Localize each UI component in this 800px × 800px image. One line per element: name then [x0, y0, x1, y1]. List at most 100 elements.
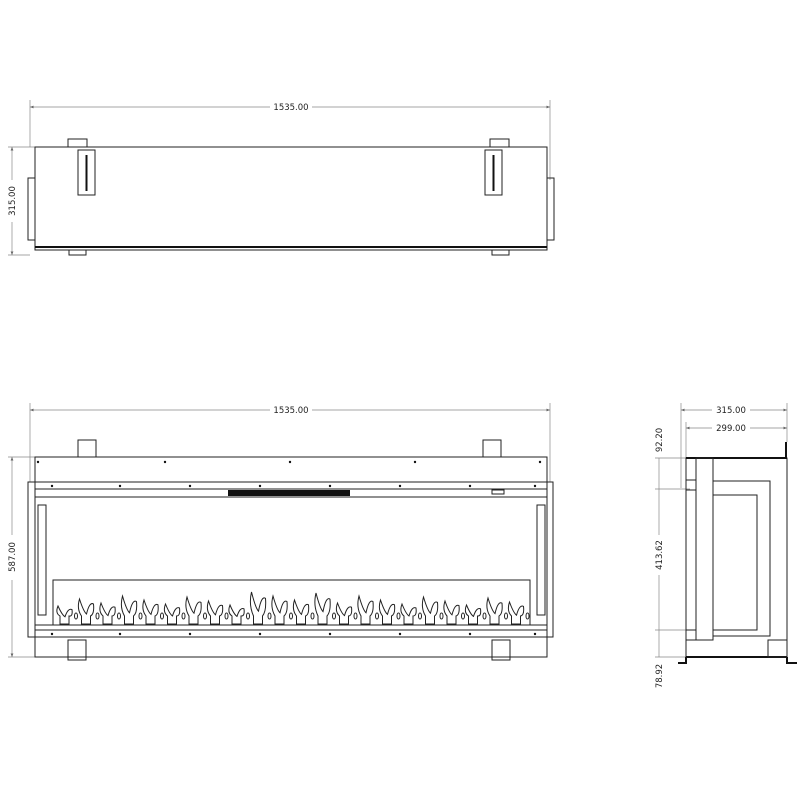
flame-droplet	[504, 612, 508, 620]
flame-droplet	[418, 612, 422, 620]
foot-bracket-left	[67, 639, 87, 661]
control-panel-bar	[228, 490, 350, 496]
screw-hole	[328, 484, 332, 488]
flame	[378, 598, 396, 625]
flame	[185, 595, 202, 625]
flame	[464, 603, 482, 625]
front-height-dimension: 587.00	[8, 456, 35, 658]
front-width-dimension: 1535.00	[29, 403, 551, 482]
screw-hole	[50, 632, 54, 636]
screw-hole	[188, 484, 192, 488]
flame-droplet	[203, 612, 207, 620]
screw-hole	[398, 484, 402, 488]
flame	[271, 594, 288, 625]
slot-plate-left	[77, 149, 96, 196]
flame	[314, 592, 331, 625]
left-side-tab	[27, 177, 36, 241]
flame	[421, 595, 439, 625]
flame	[335, 601, 353, 625]
flame	[206, 599, 224, 625]
flame	[163, 602, 181, 625]
flame-droplet	[439, 612, 444, 620]
flame-droplet	[267, 612, 272, 620]
top-depth-dimension: 315.00	[8, 146, 35, 256]
flame-droplet	[353, 612, 358, 620]
front-height-label: 587.00	[8, 542, 18, 572]
flame-droplet	[525, 612, 530, 620]
screw-hole	[288, 460, 292, 464]
screw-hole	[258, 632, 262, 636]
side-body-depth-label: 299.00	[716, 424, 746, 434]
front-glass-frame	[27, 481, 554, 638]
side-bottom-height-label: 78.92	[655, 664, 665, 688]
front-body-outline	[34, 456, 548, 658]
flame-droplet	[482, 612, 487, 620]
side-overall-depth-label: 315.00	[716, 406, 746, 416]
screw-hole	[533, 632, 537, 636]
top-depth-label: 315.00	[8, 186, 18, 216]
front-width-label: 1535.00	[273, 406, 308, 416]
screw-hole	[163, 460, 167, 464]
flame-droplet	[138, 612, 143, 620]
flame-droplet	[246, 612, 250, 620]
flame-droplet	[160, 612, 164, 620]
flame	[120, 594, 138, 625]
screw-hole	[36, 460, 40, 464]
side-firebox	[712, 494, 758, 631]
screw-hole	[50, 484, 54, 488]
flame-droplet	[375, 612, 379, 620]
flame-droplet	[117, 612, 121, 620]
flame	[249, 591, 267, 625]
side-top-height-label: 92.20	[655, 428, 665, 452]
top-view: 1535.00 315.00	[8, 100, 555, 256]
flame	[400, 602, 417, 625]
screw-hole	[413, 460, 417, 464]
top-bracket-left	[67, 138, 88, 148]
flame	[507, 600, 525, 625]
flame-effect	[56, 591, 530, 625]
right-side-tab	[546, 177, 555, 241]
flame	[77, 597, 95, 625]
flame-droplet	[181, 612, 186, 620]
top-width-dimension: 1535.00	[29, 100, 551, 180]
side-opening-height-label: 413.62	[655, 540, 665, 570]
screw-hole	[468, 632, 472, 636]
flame	[142, 598, 159, 625]
screw-hole	[328, 632, 332, 636]
foot-bracket-right	[491, 639, 511, 661]
flame	[99, 601, 116, 625]
front-view: 1535.00 587.00	[8, 403, 554, 661]
front-bracket-right	[482, 439, 502, 458]
flame-droplet	[310, 612, 315, 620]
slot-plate-right	[484, 149, 503, 196]
top-body-outline	[34, 146, 548, 251]
flame	[228, 603, 245, 625]
screw-hole	[258, 484, 262, 488]
side-body-outline	[685, 457, 788, 658]
top-bracket-right	[489, 138, 510, 148]
screw-hole	[188, 632, 192, 636]
flame	[486, 596, 503, 625]
side-column	[695, 457, 714, 641]
flame-droplet	[95, 612, 100, 620]
flame-droplet	[332, 612, 336, 620]
screw-hole	[398, 632, 402, 636]
flame	[443, 599, 460, 625]
front-bracket-left	[77, 439, 97, 458]
top-width-label: 1535.00	[273, 103, 308, 113]
screw-hole	[118, 632, 122, 636]
screw-hole	[538, 460, 542, 464]
flame-droplet	[289, 612, 293, 620]
flame	[56, 604, 73, 625]
flame	[357, 594, 374, 625]
flame-droplet	[461, 612, 465, 620]
flame-droplet	[224, 612, 229, 620]
side-view: 315.00 299.00 92.20 413.62 78.92	[655, 403, 797, 688]
screw-hole	[118, 484, 122, 488]
flame	[292, 598, 310, 625]
flame-droplet	[396, 612, 401, 620]
screw-hole	[533, 484, 537, 488]
flame-droplet	[74, 612, 78, 620]
screw-hole	[468, 484, 472, 488]
